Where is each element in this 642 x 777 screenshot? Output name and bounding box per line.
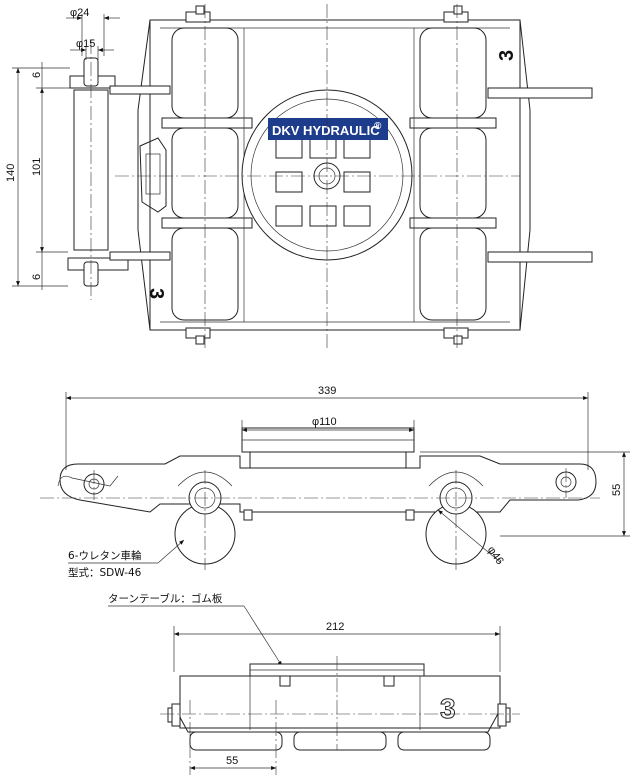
dim-101: 101 bbox=[31, 158, 43, 176]
front-body-outline bbox=[59, 455, 597, 513]
top-wheels-left bbox=[161, 27, 253, 321]
side-wheels bbox=[189, 731, 491, 751]
callout-wheel: 6-ウレタン車輪 型式：SDW-46 bbox=[68, 539, 185, 579]
grid-cell bbox=[309, 205, 337, 227]
dim-140: 140 bbox=[5, 164, 17, 182]
svg-text:55: 55 bbox=[611, 484, 623, 496]
dim-55-height: 55 bbox=[420, 451, 630, 537]
svg-text:φ24: φ24 bbox=[70, 7, 89, 19]
emboss-logo-left bbox=[139, 137, 167, 213]
callout-turntable: ターンテーブル：ゴム板 bbox=[108, 592, 283, 667]
brand-text: DKV HYDRAULIC bbox=[272, 123, 380, 138]
svg-text:339: 339 bbox=[318, 385, 336, 397]
emboss-3-top-right: 3 bbox=[496, 50, 518, 61]
brand-label: DKV HYDRAULIC ® bbox=[268, 118, 388, 140]
dim-339: 339 bbox=[65, 385, 589, 470]
grid-cell bbox=[343, 137, 371, 159]
brand-reg: ® bbox=[374, 121, 382, 132]
top-view: DKV HYDRAULIC ® 3 3 φ24 φ15 bbox=[5, 4, 593, 348]
turntable-grid bbox=[275, 137, 371, 227]
svg-text:ターンテーブル：ゴム板: ターンテーブル：ゴム板 bbox=[108, 592, 223, 605]
side-view: ターンテーブル：ゴム板 212 3 bbox=[108, 592, 520, 775]
grid-cell bbox=[275, 171, 303, 193]
grid-cell bbox=[343, 171, 371, 193]
tow-bar bbox=[67, 40, 171, 300]
grid-cell bbox=[343, 205, 371, 227]
dim-phi110: φ110 bbox=[241, 416, 415, 432]
dim-vertical: 140 101 6 6 bbox=[5, 62, 70, 290]
dim-55-offset: 55 bbox=[190, 755, 276, 770]
svg-text:55: 55 bbox=[226, 755, 238, 767]
grid-cell bbox=[275, 205, 303, 227]
axle-bolts bbox=[185, 5, 469, 345]
emboss-3-bottom-left: 3 bbox=[145, 288, 167, 299]
svg-text:φ46: φ46 bbox=[485, 544, 506, 567]
dim-6-bottom: 6 bbox=[31, 274, 43, 280]
svg-text:212: 212 bbox=[326, 621, 344, 633]
front-view: 339 φ110 55 φ46 6-ウレタン車輪 型式：SDW-46 bbox=[40, 385, 630, 579]
front-wheels bbox=[174, 471, 487, 565]
emboss-3-side: 3 bbox=[440, 693, 456, 724]
dim-6-top: 6 bbox=[31, 72, 43, 78]
svg-text:型式：SDW-46: 型式：SDW-46 bbox=[68, 566, 142, 579]
top-wheels-right bbox=[409, 27, 497, 321]
svg-text:φ110: φ110 bbox=[312, 416, 337, 428]
dim-212: 212 bbox=[173, 621, 501, 672]
grid-cell bbox=[275, 137, 303, 159]
side-body bbox=[179, 675, 501, 729]
dim-phi15: φ15 bbox=[70, 38, 114, 60]
svg-text:φ15: φ15 bbox=[76, 38, 95, 50]
grid-cell bbox=[309, 137, 337, 159]
svg-text:6-ウレタン車輪: 6-ウレタン車輪 bbox=[68, 549, 142, 562]
